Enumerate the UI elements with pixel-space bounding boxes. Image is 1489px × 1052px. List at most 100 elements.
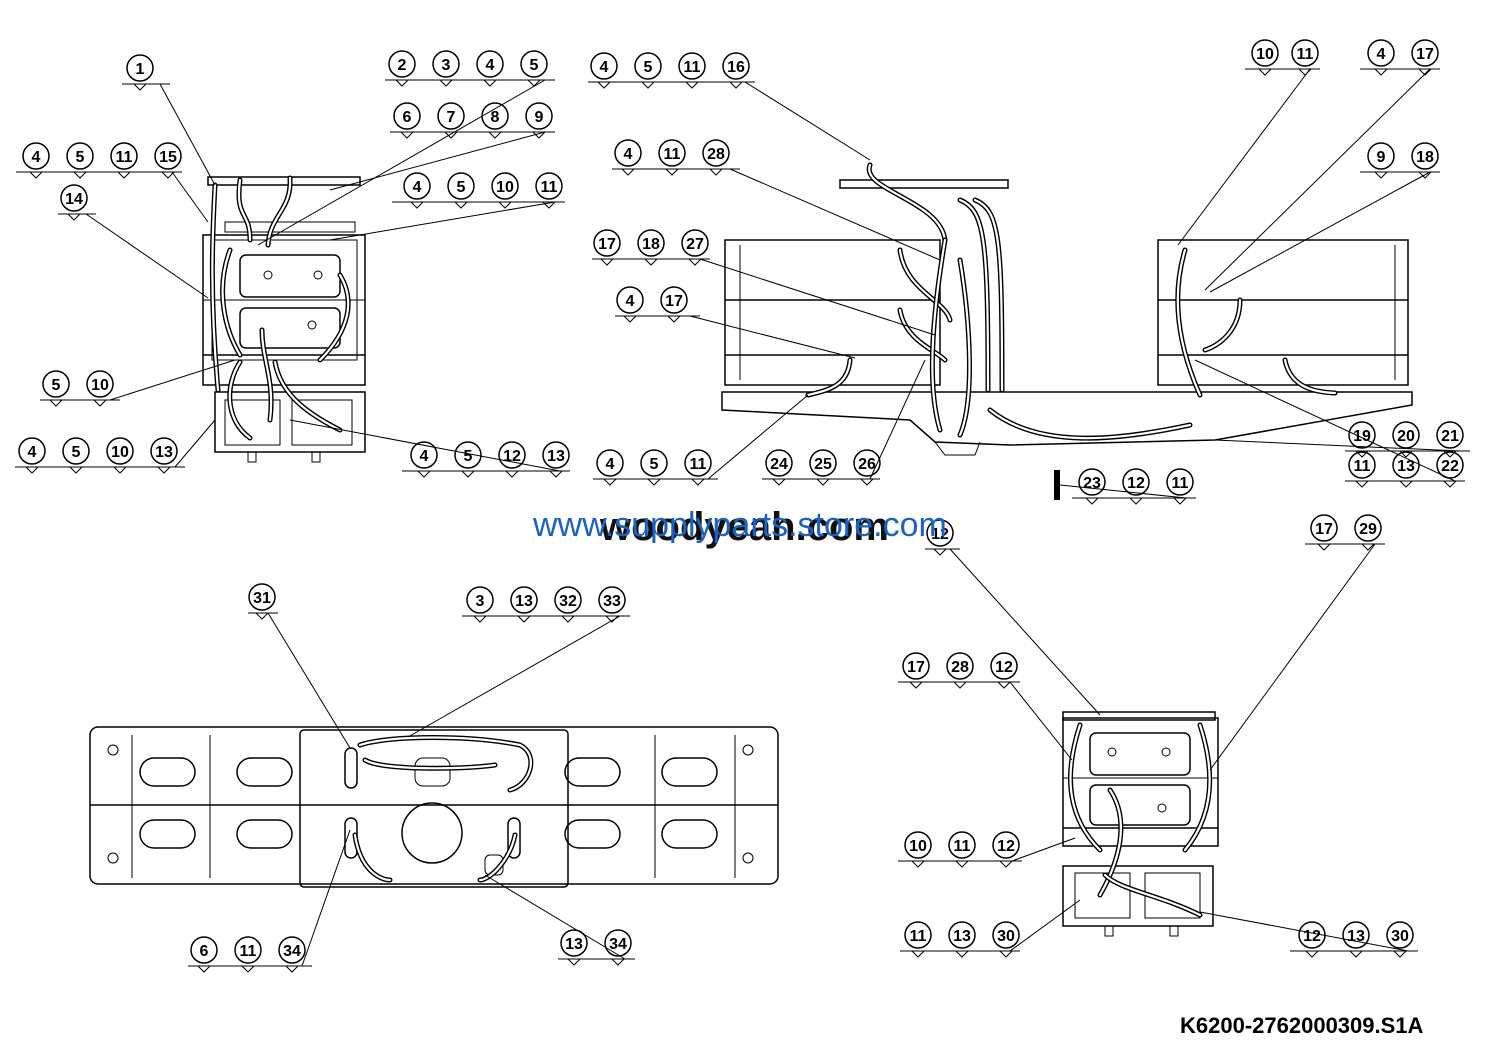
callout-tick bbox=[667, 315, 681, 323]
callout-bubble bbox=[410, 441, 438, 469]
callout-leader bbox=[329, 201, 556, 241]
callout-bubble bbox=[466, 586, 494, 614]
callout-tick bbox=[498, 201, 512, 209]
callout-number: 5 bbox=[457, 179, 466, 196]
callout-group-g1: 1 bbox=[122, 54, 216, 186]
callout-tick bbox=[647, 478, 661, 486]
callout-tick bbox=[1173, 497, 1187, 505]
callout-bubble bbox=[150, 437, 178, 465]
callout-bubble bbox=[1310, 514, 1338, 542]
callout-number: 22 bbox=[1441, 458, 1459, 475]
callout-number: 30 bbox=[1391, 928, 1409, 945]
callout-bubble bbox=[809, 449, 837, 477]
callout-bubble bbox=[234, 936, 262, 964]
callout-tick bbox=[955, 860, 969, 868]
callout-bubble bbox=[190, 936, 218, 964]
callout-tick bbox=[483, 79, 497, 87]
callout-number: 2 bbox=[398, 57, 407, 74]
watermark-black: woodyeah.com bbox=[599, 505, 889, 549]
callout-tick bbox=[527, 79, 541, 87]
callout-leader bbox=[1011, 837, 1076, 862]
callout-bubble bbox=[1166, 468, 1194, 496]
callout-number: 12 bbox=[995, 659, 1013, 676]
callout-leader bbox=[174, 419, 216, 468]
callout-number: 13 bbox=[1397, 458, 1415, 475]
callout-tick bbox=[1317, 543, 1331, 551]
callout-leader bbox=[1194, 359, 1456, 482]
callout-leader bbox=[689, 315, 856, 359]
callout-bubble bbox=[1436, 451, 1464, 479]
callout-number: 10 bbox=[1256, 46, 1274, 63]
callout-leader bbox=[1059, 484, 1187, 499]
callout-tick bbox=[561, 615, 575, 623]
callout-bubble bbox=[510, 586, 538, 614]
callout-bubble bbox=[476, 50, 504, 78]
callout-leader bbox=[707, 394, 809, 480]
callout-tick bbox=[933, 548, 947, 556]
callout-tick bbox=[473, 615, 487, 623]
callout-bubble bbox=[616, 286, 644, 314]
callout-tick bbox=[67, 213, 81, 221]
callout-tick bbox=[410, 201, 424, 209]
callout-number: 5 bbox=[76, 149, 85, 166]
callout-number: 4 bbox=[606, 456, 615, 473]
callout-tick bbox=[157, 466, 171, 474]
callout-number: 4 bbox=[486, 57, 495, 74]
callout-leader bbox=[109, 359, 236, 401]
callout-number: 12 bbox=[931, 526, 949, 543]
callout-bubble bbox=[678, 52, 706, 80]
callout-number: 4 bbox=[626, 293, 635, 310]
callout-tick bbox=[395, 79, 409, 87]
callout-tick bbox=[605, 615, 619, 623]
callout-bubble bbox=[110, 142, 138, 170]
callout-bubble bbox=[1411, 142, 1439, 170]
callout-bubble bbox=[542, 441, 570, 469]
callout-tick bbox=[1374, 171, 1388, 179]
callout-leader bbox=[267, 612, 351, 749]
callout-tick bbox=[567, 958, 581, 966]
callout-tick bbox=[542, 201, 556, 209]
callout-bubble bbox=[454, 441, 482, 469]
callout-number: 12 bbox=[1127, 475, 1145, 492]
callout-number: 11 bbox=[954, 838, 971, 855]
callout-bubble bbox=[926, 519, 954, 547]
callout-number: 13 bbox=[155, 444, 173, 461]
callout-bubble bbox=[722, 52, 750, 80]
callout-number: 13 bbox=[953, 928, 971, 945]
callout-bubble bbox=[403, 172, 431, 200]
callout-leader bbox=[329, 131, 546, 191]
callout-tick bbox=[685, 81, 699, 89]
callout-bubble bbox=[684, 449, 712, 477]
callout-bubble bbox=[904, 831, 932, 859]
callout-number: 16 bbox=[727, 59, 745, 76]
callout-bubble bbox=[393, 102, 421, 130]
callout-number: 13 bbox=[1347, 928, 1365, 945]
callout-leader bbox=[1009, 681, 1073, 761]
callout-group-g28: 31 bbox=[248, 583, 351, 749]
callout-bubble bbox=[765, 449, 793, 477]
callout-number: 24 bbox=[770, 456, 788, 473]
callout-bubble bbox=[637, 229, 665, 257]
callout-number: 4 bbox=[600, 59, 609, 76]
callout-tick bbox=[665, 168, 679, 176]
callout-bubble bbox=[948, 921, 976, 949]
callout-bubble bbox=[525, 102, 553, 130]
callout-tick bbox=[117, 171, 131, 179]
callout-bubble bbox=[590, 52, 618, 80]
callout-number: 4 bbox=[624, 146, 633, 163]
callout-number: 11 bbox=[116, 149, 133, 166]
callout-tick bbox=[953, 681, 967, 689]
callout-tick bbox=[860, 478, 874, 486]
callout-leader bbox=[1214, 439, 1461, 452]
callout-number: 6 bbox=[403, 109, 412, 126]
